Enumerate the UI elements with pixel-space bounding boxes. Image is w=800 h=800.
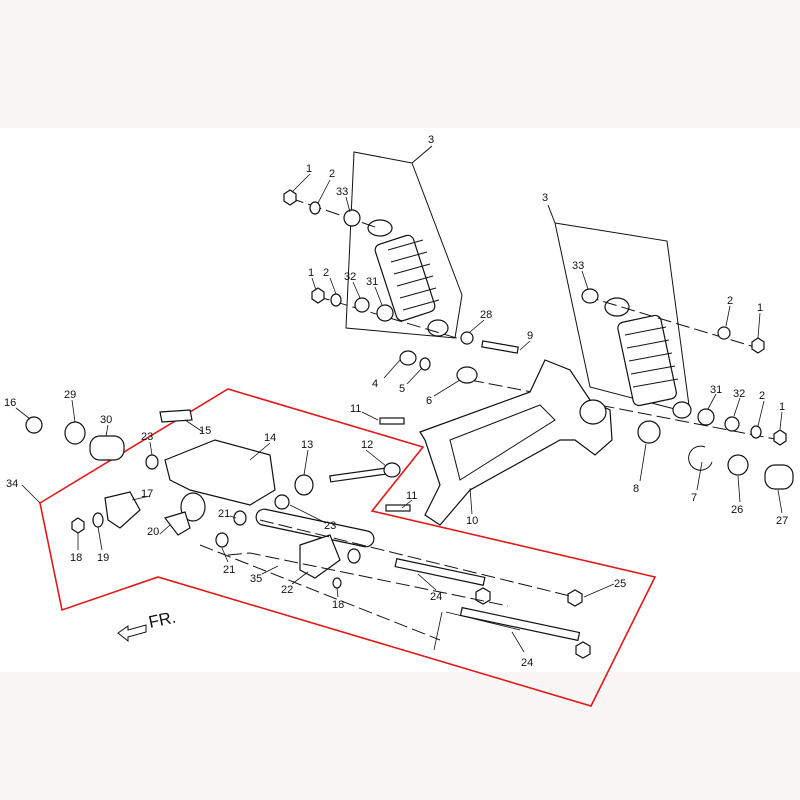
nut-icon xyxy=(311,287,325,304)
rear-shock-left xyxy=(367,219,449,337)
callout-label: 23 xyxy=(324,520,336,532)
front-direction-indicator: FR. xyxy=(117,608,178,643)
callout-label: 6 xyxy=(426,395,432,407)
collar-icon xyxy=(376,304,394,322)
callout-label: 28 xyxy=(480,309,492,321)
front-direction-label: FR. xyxy=(147,608,178,632)
swing-arm-front xyxy=(104,409,581,642)
callout-label: 22 xyxy=(281,584,293,596)
callout-label: 1 xyxy=(308,267,314,279)
callout-label: 27 xyxy=(776,515,788,527)
rear-shock-right xyxy=(604,297,692,419)
top-margin-band xyxy=(0,0,800,128)
callout-label: 30 xyxy=(100,414,112,426)
callout-label: 17 xyxy=(141,488,153,500)
washer-icon xyxy=(460,331,474,345)
callout-label: 32 xyxy=(733,388,745,400)
callout-label: 18 xyxy=(70,552,82,564)
callout-label: 1 xyxy=(757,302,763,314)
callout-label: 26 xyxy=(731,504,743,516)
callout-label: 1 xyxy=(779,401,785,413)
callout-label: 32 xyxy=(344,271,356,283)
swingarm-assembly-outline xyxy=(39,388,657,707)
callout-label: 15 xyxy=(199,425,211,437)
callout-label: 23 xyxy=(141,431,153,443)
washer-icon xyxy=(309,201,321,215)
washer-icon xyxy=(330,293,342,307)
callout-label: 10 xyxy=(466,515,478,527)
callout-label: 1 xyxy=(306,163,312,175)
callout-label: 19 xyxy=(97,552,109,564)
bushing-icon xyxy=(343,209,361,227)
callout-label: 21 xyxy=(218,508,230,520)
callout-label: 2 xyxy=(323,267,329,279)
callout-label: 31 xyxy=(710,384,722,396)
callout-label: 24 xyxy=(521,657,533,669)
callout-label: 11 xyxy=(406,490,417,502)
callout-label: 34 xyxy=(6,478,18,490)
nut-icon xyxy=(283,189,297,206)
callout-label: 35 xyxy=(250,573,262,585)
callout-label: 8 xyxy=(633,483,639,495)
callout-label: 31 xyxy=(366,276,378,288)
bottom-margin-band xyxy=(0,672,800,800)
swing-arm-frame xyxy=(419,359,613,526)
callout-label: 12 xyxy=(361,439,373,451)
callout-label: 3 xyxy=(428,134,434,146)
callout-label: 3 xyxy=(542,192,548,204)
callout-label: 33 xyxy=(572,260,584,272)
callout-label: 5 xyxy=(399,383,405,395)
callout-label: 2 xyxy=(727,295,733,307)
callout-label: 13 xyxy=(301,439,313,451)
callout-label: 33 xyxy=(336,186,348,198)
callout-label: 2 xyxy=(329,168,335,180)
bushing-icon xyxy=(354,297,370,313)
callout-labels: 3 1 2 33 1 2 32 31 28 9 4 5 6 3 33 2 1 3… xyxy=(4,134,788,669)
callout-label: 7 xyxy=(691,492,697,504)
callout-label: 18 xyxy=(332,599,344,611)
callout-label: 16 xyxy=(4,397,16,409)
shock-group-bracket-left xyxy=(345,151,463,339)
callout-label: 14 xyxy=(264,432,276,444)
callout-label: 11 xyxy=(350,403,361,415)
callout-label: 25 xyxy=(614,578,626,590)
callout-label: 29 xyxy=(64,389,76,401)
callout-label: 24 xyxy=(430,591,442,603)
callout-label: 2 xyxy=(759,390,765,402)
callout-label: 20 xyxy=(147,526,159,538)
bushing-icon xyxy=(764,464,794,490)
callout-label: 9 xyxy=(527,330,533,342)
callout-label: 21 xyxy=(223,564,235,576)
callout-label: 4 xyxy=(372,378,378,390)
bolt-icon xyxy=(481,340,519,354)
